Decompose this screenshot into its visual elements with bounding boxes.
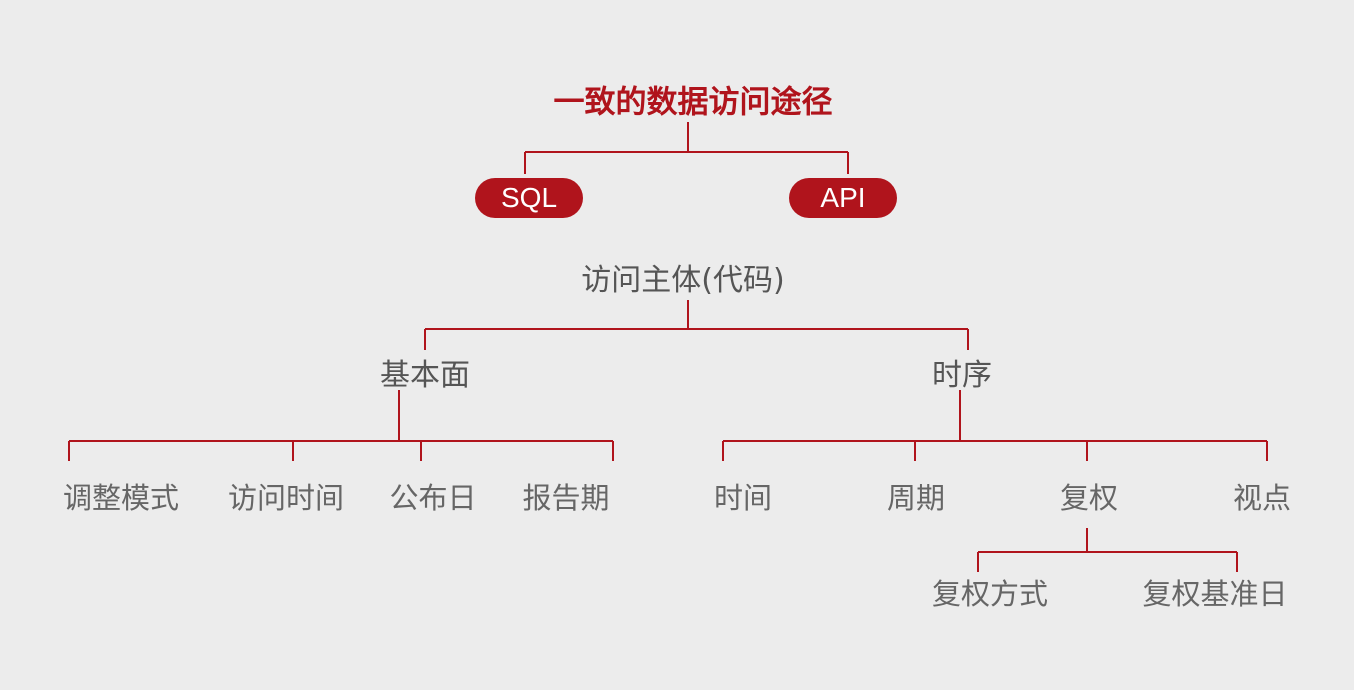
api-pill: API xyxy=(789,178,897,218)
timeseries-child-period: 周期 xyxy=(886,481,946,515)
connector-adjustment-to-children xyxy=(977,528,1238,572)
adjustment-child-method: 复权方式 xyxy=(931,577,1049,611)
fundamental-child-access-time: 访问时间 xyxy=(227,481,345,515)
access-subject-label: 访问主体(代码) xyxy=(581,263,785,298)
timeseries-child-time: 时间 xyxy=(713,481,773,515)
fundamental-label: 基本面 xyxy=(380,358,470,393)
connector-subject-to-branches xyxy=(424,300,969,350)
sql-pill: SQL xyxy=(475,178,583,218)
connector-fundamental-to-children xyxy=(68,390,614,461)
connector-timeseries-to-children xyxy=(722,390,1268,461)
timeseries-label: 时序 xyxy=(932,358,992,393)
fundamental-child-adjust-mode: 调整模式 xyxy=(62,481,180,515)
timeseries-child-viewpoint: 视点 xyxy=(1232,481,1292,515)
fundamental-child-report-period: 报告期 xyxy=(522,481,610,515)
adjustment-child-base-date: 复权基准日 xyxy=(1142,577,1288,611)
fundamental-child-publish-date: 公布日 xyxy=(389,481,477,515)
diagram-title: 一致的数据访问途径 xyxy=(553,84,833,121)
timeseries-child-adjustment: 复权 xyxy=(1059,481,1119,515)
connector-title-to-methods xyxy=(524,122,849,174)
